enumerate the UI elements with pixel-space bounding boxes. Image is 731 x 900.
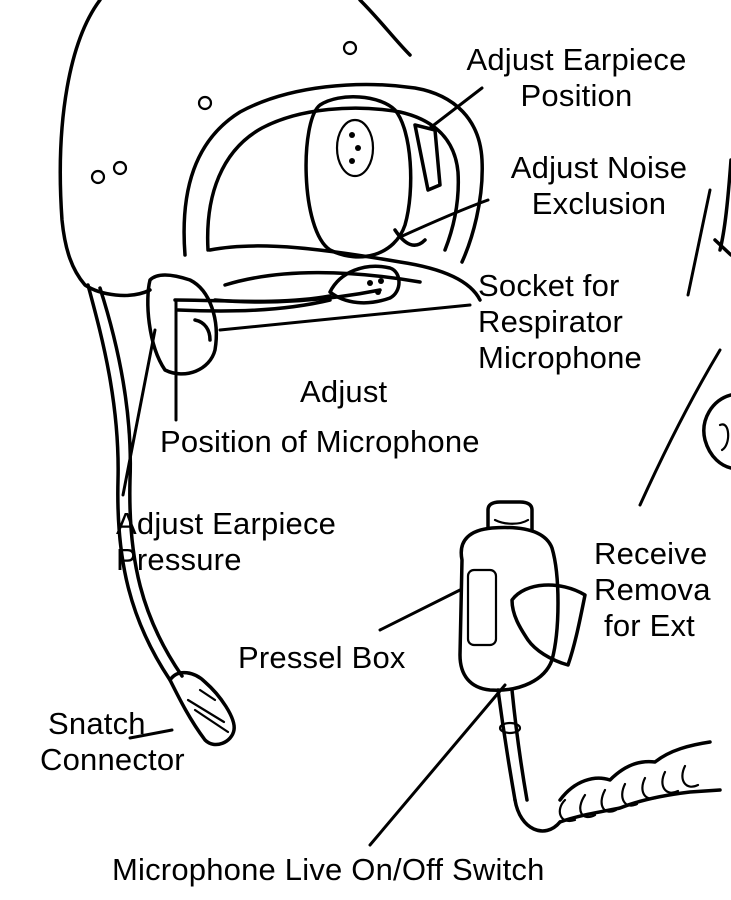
leader-receiver xyxy=(640,350,720,505)
label-line: Pressure xyxy=(116,542,336,578)
rivet-2 xyxy=(199,97,211,109)
label-pressel-box: Pressel Box xyxy=(238,640,406,676)
label-position-of-microphone: Position of Microphone xyxy=(160,424,480,460)
label-line: Remova xyxy=(594,572,731,608)
label-line: Respirator xyxy=(478,304,642,340)
label-line: Adjust Earpiece xyxy=(422,42,731,78)
helmet-shell xyxy=(60,0,150,295)
label-adjust-earpiece-pressure: Adjust Earpiece Pressure xyxy=(116,506,336,578)
label-line: for Ext xyxy=(594,608,731,644)
pressel-switch xyxy=(512,585,585,665)
label-microphone-live-switch: Microphone Live On/Off Switch xyxy=(112,852,545,888)
pressel-box xyxy=(460,528,558,691)
right-frame xyxy=(720,160,731,250)
label-line: Microphone xyxy=(478,340,642,376)
label-line: Adjust Noise xyxy=(484,150,714,186)
lower-band-2 xyxy=(225,273,420,285)
helmet-crown-line xyxy=(360,0,410,55)
pressel-window xyxy=(468,570,496,645)
label-adjust: Adjust xyxy=(300,374,387,410)
label-receiver-partial: Receive Remova for Ext xyxy=(594,536,731,644)
leader-switch xyxy=(370,685,505,845)
mic-boom xyxy=(175,296,330,301)
label-line: Socket for xyxy=(478,268,642,304)
label-line: Connector xyxy=(40,742,185,778)
rivet-1 xyxy=(344,42,356,54)
label-line: Exclusion xyxy=(484,186,714,222)
label-line: Position xyxy=(422,78,731,114)
rivet-3 xyxy=(92,171,104,183)
label-line: Receive xyxy=(594,536,731,572)
label-adjust-earpiece-position: Adjust Earpiece Position xyxy=(422,42,731,114)
earpiece-adjuster xyxy=(415,125,440,190)
label-line: Snatch xyxy=(40,706,185,742)
label-snatch-connector: Snatch Connector xyxy=(40,706,185,778)
rivet-4 xyxy=(114,162,126,174)
label-line: Adjust Earpiece xyxy=(116,506,336,542)
pressel-top-button xyxy=(488,502,532,530)
label-adjust-noise-exclusion: Adjust Noise Exclusion xyxy=(484,150,714,222)
cable-left-2 xyxy=(100,288,182,676)
leader-pressel xyxy=(380,590,460,630)
label-socket-respirator-microphone: Socket for Respirator Microphone xyxy=(478,268,642,376)
